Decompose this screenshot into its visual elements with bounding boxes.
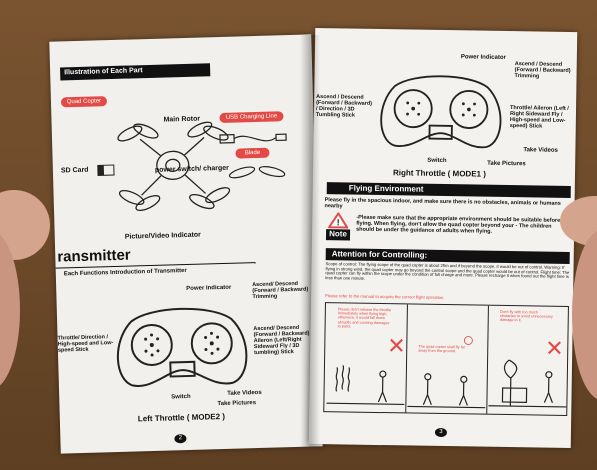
- manual-right-page: Power Indicator Ascend / Descend (Forwar…: [309, 28, 578, 448]
- usb-cable-drawing: [218, 127, 291, 151]
- controller-drawing-mode2: [111, 298, 253, 392]
- r-ascend-left-label: Ascend / Descend (Forward / Backward) / …: [316, 94, 374, 119]
- panel1-text: Please don't release the throttle immedi…: [338, 307, 392, 329]
- blade-drawing: [227, 161, 288, 183]
- r-power-indicator-label: Power Indicator: [461, 54, 506, 61]
- page-number-2: 2: [174, 434, 186, 443]
- power-indicator-label: Power Indicator: [186, 285, 231, 293]
- heading-text: Illustration of Each Part: [64, 67, 143, 76]
- main-rotor-label: Main Rotor: [163, 116, 200, 125]
- warning-triangle-icon: !: [328, 212, 348, 228]
- heading-bar: Illustration of Each Part: [60, 63, 210, 80]
- mode2-caption: Left Throttle ( MODE2 ): [138, 413, 225, 424]
- quad-copter-pill: Quad Copter: [61, 96, 107, 107]
- take-pictures-label: Take Pictures: [217, 400, 256, 408]
- r-throttle-aileron-label: Throttle/ Aileron (Left / Right Sideward…: [510, 105, 574, 130]
- illustration-panels: Please don't release the throttle immedi…: [323, 302, 569, 416]
- manual-left-page: Illustration of Each Part Quad Copter US…: [49, 34, 322, 453]
- r-take-videos-label: Take Videos: [523, 147, 558, 154]
- panel-1: Please don't release the throttle immedi…: [324, 303, 408, 412]
- throttle-direction-label: Throttle/ Direction / High-speed and Low…: [58, 334, 114, 354]
- r-take-pictures-label: Take Pictures: [487, 161, 526, 168]
- flying-env-bar: Flying Environment: [327, 182, 571, 198]
- switch-label: Switch: [171, 394, 191, 401]
- controller-drawing-mode1: [375, 67, 506, 153]
- book-gutter: [300, 35, 320, 447]
- sd-card-label: SD Card: [61, 167, 89, 175]
- panel3-scene: [488, 350, 567, 411]
- note-label: Note: [326, 229, 350, 240]
- transmitter-title: ransmitter: [57, 248, 131, 267]
- mode1-caption-paren: ( MODE1 ): [448, 169, 486, 179]
- take-videos-label: Take Videos: [227, 390, 262, 398]
- panel-3: Don't fly with too much obstacles to avo…: [486, 306, 568, 415]
- sd-card-icon: [97, 164, 115, 176]
- panel2-text: The quad copter shall fly far away from …: [418, 345, 472, 354]
- panel1-scene: [326, 347, 405, 408]
- right-palm: [572, 230, 597, 400]
- mode1-caption: Right Throttle ( MODE1 ): [393, 169, 486, 179]
- attention-text: Scope of control: The flying scope of th…: [325, 262, 569, 284]
- transmitter-subtitle: Each Functions Introduction of Transmitt…: [64, 268, 187, 278]
- page-number-3: 3: [435, 428, 447, 437]
- mode1-caption-text: Right Throttle: [393, 168, 446, 178]
- note-text: -Please make sure that the appropriate e…: [356, 215, 570, 236]
- r-switch-label: Switch: [427, 158, 446, 165]
- flying-env-text: Please fly in the spacious indoor, and m…: [324, 197, 572, 213]
- flying-env-title: Flying Environment: [349, 184, 424, 194]
- attention-title: Attention for Controlling:: [332, 249, 428, 259]
- mode2-caption-paren: ( MODE2 ): [187, 412, 225, 422]
- red-instruction-line: Please refer to the manual to acquire th…: [325, 294, 569, 302]
- r-ascend-trimming-label: Ascend / Descend (Forward / Backward) Tr…: [515, 61, 575, 80]
- mode2-caption-text: Left Throttle: [138, 413, 185, 423]
- camera-indicator-label: Picture/Video Indicator: [125, 232, 201, 242]
- panel3-text: Don't fly with too much obstacles to avo…: [500, 310, 554, 323]
- panel-2: ○ The quad copter shall fly far away fro…: [405, 304, 489, 413]
- panel2-scene: [407, 360, 486, 411]
- svg-text:!: !: [337, 217, 340, 227]
